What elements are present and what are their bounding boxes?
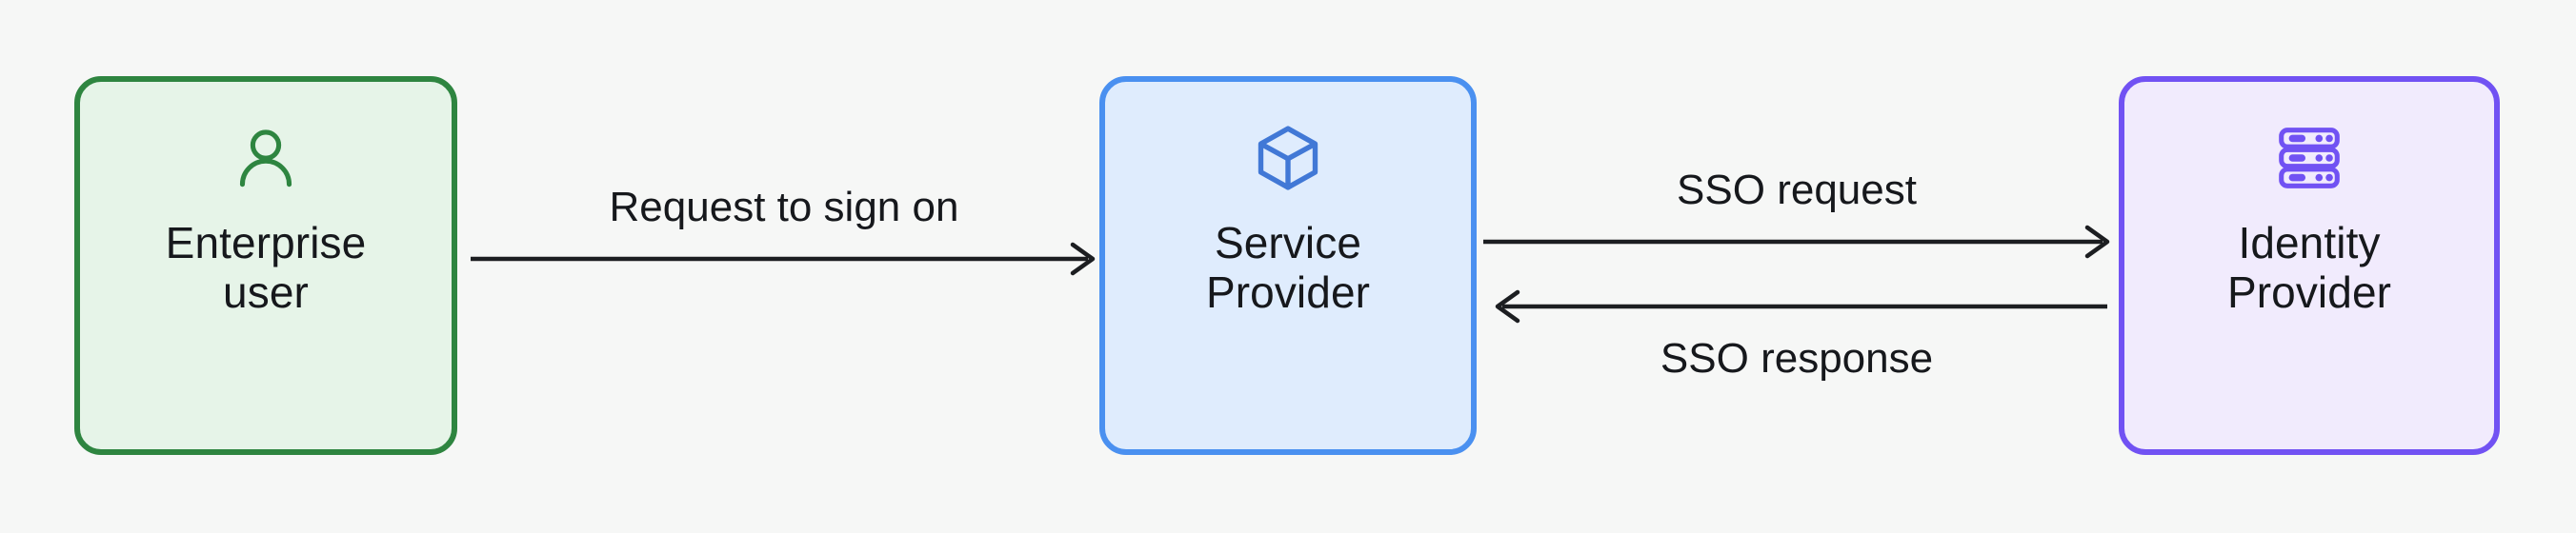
arrow-right-sso-request [1483,225,2110,259]
node-label-line: Provider [2226,266,2392,317]
node-label-line: Service [1214,218,1362,267]
arrow-left-sso-response [1495,289,2107,324]
node-label-line: user [223,266,309,317]
node-label-identity-provider: Identity Provider [2124,218,2494,318]
edge-label-request-to-sign-on: Request to sign on [609,184,959,230]
cube-icon [1258,126,1318,190]
user-icon [239,129,292,188]
node-identity-provider[interactable]: Identity Provider [2119,76,2500,455]
edge-label-sso-response: SSO response [1660,335,1934,382]
node-label-enterprise-user: Enterprise user [80,218,452,318]
edge-label-sso-request: SSO request [1677,167,1917,213]
node-label-service-provider: Service Provider [1105,218,1471,318]
node-label-line: Provider [1205,266,1371,317]
node-enterprise-user[interactable]: Enterprise user [74,76,457,455]
node-label-line: Enterprise [165,218,367,267]
server-icon [2279,128,2340,188]
arrow-right-request-to-sign-on [471,242,1096,276]
node-label-line: Identity [2238,218,2381,267]
node-service-provider[interactable]: Service Provider [1099,76,1477,455]
